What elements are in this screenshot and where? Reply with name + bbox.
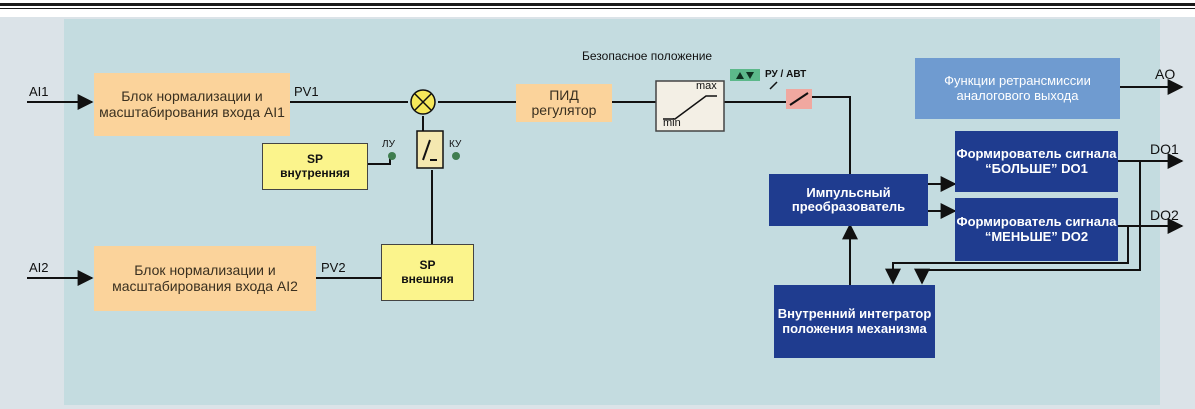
manual-auto-label: РУ / АВТ (765, 69, 807, 80)
ao-label: AO (1155, 66, 1176, 82)
up-down-buttons (730, 69, 760, 81)
manual-auto-switch (769, 81, 812, 109)
norm-block-ai2: Блок нормализации и масштабирования вход… (94, 246, 316, 311)
top-rule-thin (0, 8, 1195, 9)
sp-external-subtitle: внешняя (401, 271, 454, 286)
local-setpoint-led (388, 152, 396, 160)
norm-block-ai1: Блок нормализации и масштабирования вход… (94, 73, 290, 136)
safe-position-label: Безопасное положение (582, 49, 713, 63)
switch-to-pulse-line (812, 96, 851, 174)
retransmission-block: Функции ретрансмиссии аналогового выхода (915, 58, 1120, 119)
sp-external-block: SP внешняя (381, 244, 474, 301)
limiter-block (655, 80, 725, 132)
sp-internal-block: SP внутренняя (262, 143, 368, 190)
remote-setpoint-led (452, 152, 460, 160)
ai2-label: AI2 (29, 260, 49, 275)
summing-junction (410, 89, 436, 115)
setpoint-switch (416, 130, 444, 169)
pv1-label: PV1 (294, 84, 319, 99)
ai1-label: AI1 (29, 84, 49, 99)
pv2-label: PV2 (321, 260, 346, 275)
former-do2-block: Формирователь сигнала “МЕНЬШЕ” DO2 (955, 198, 1118, 261)
limiter-max-label: max (696, 80, 717, 92)
top-rule (0, 3, 1195, 6)
remote-setpoint-label: КУ (449, 139, 462, 150)
local-setpoint-label: ЛУ (382, 139, 395, 150)
do1-label: DO1 (1150, 141, 1179, 157)
sp-internal-subtitle: внутренняя (280, 165, 350, 180)
sp-external-title: SP (419, 258, 436, 273)
limiter-min-label: min (663, 117, 681, 129)
sp-internal-title: SP (306, 152, 323, 167)
pulse-converter-block: Импульсный преобразователь (769, 174, 928, 226)
do1-feedback-line (914, 161, 1141, 285)
former-do1-block: Формирователь сигнала “БОЛЬШЕ” DO1 (955, 131, 1118, 192)
do2-feedback-line (885, 226, 1129, 285)
integrator-block: Внутренний интегратор положения механизм… (774, 285, 935, 358)
sp-internal-line (368, 155, 391, 165)
do2-label: DO2 (1150, 207, 1179, 223)
pid-block: ПИД регулятор (516, 84, 612, 122)
